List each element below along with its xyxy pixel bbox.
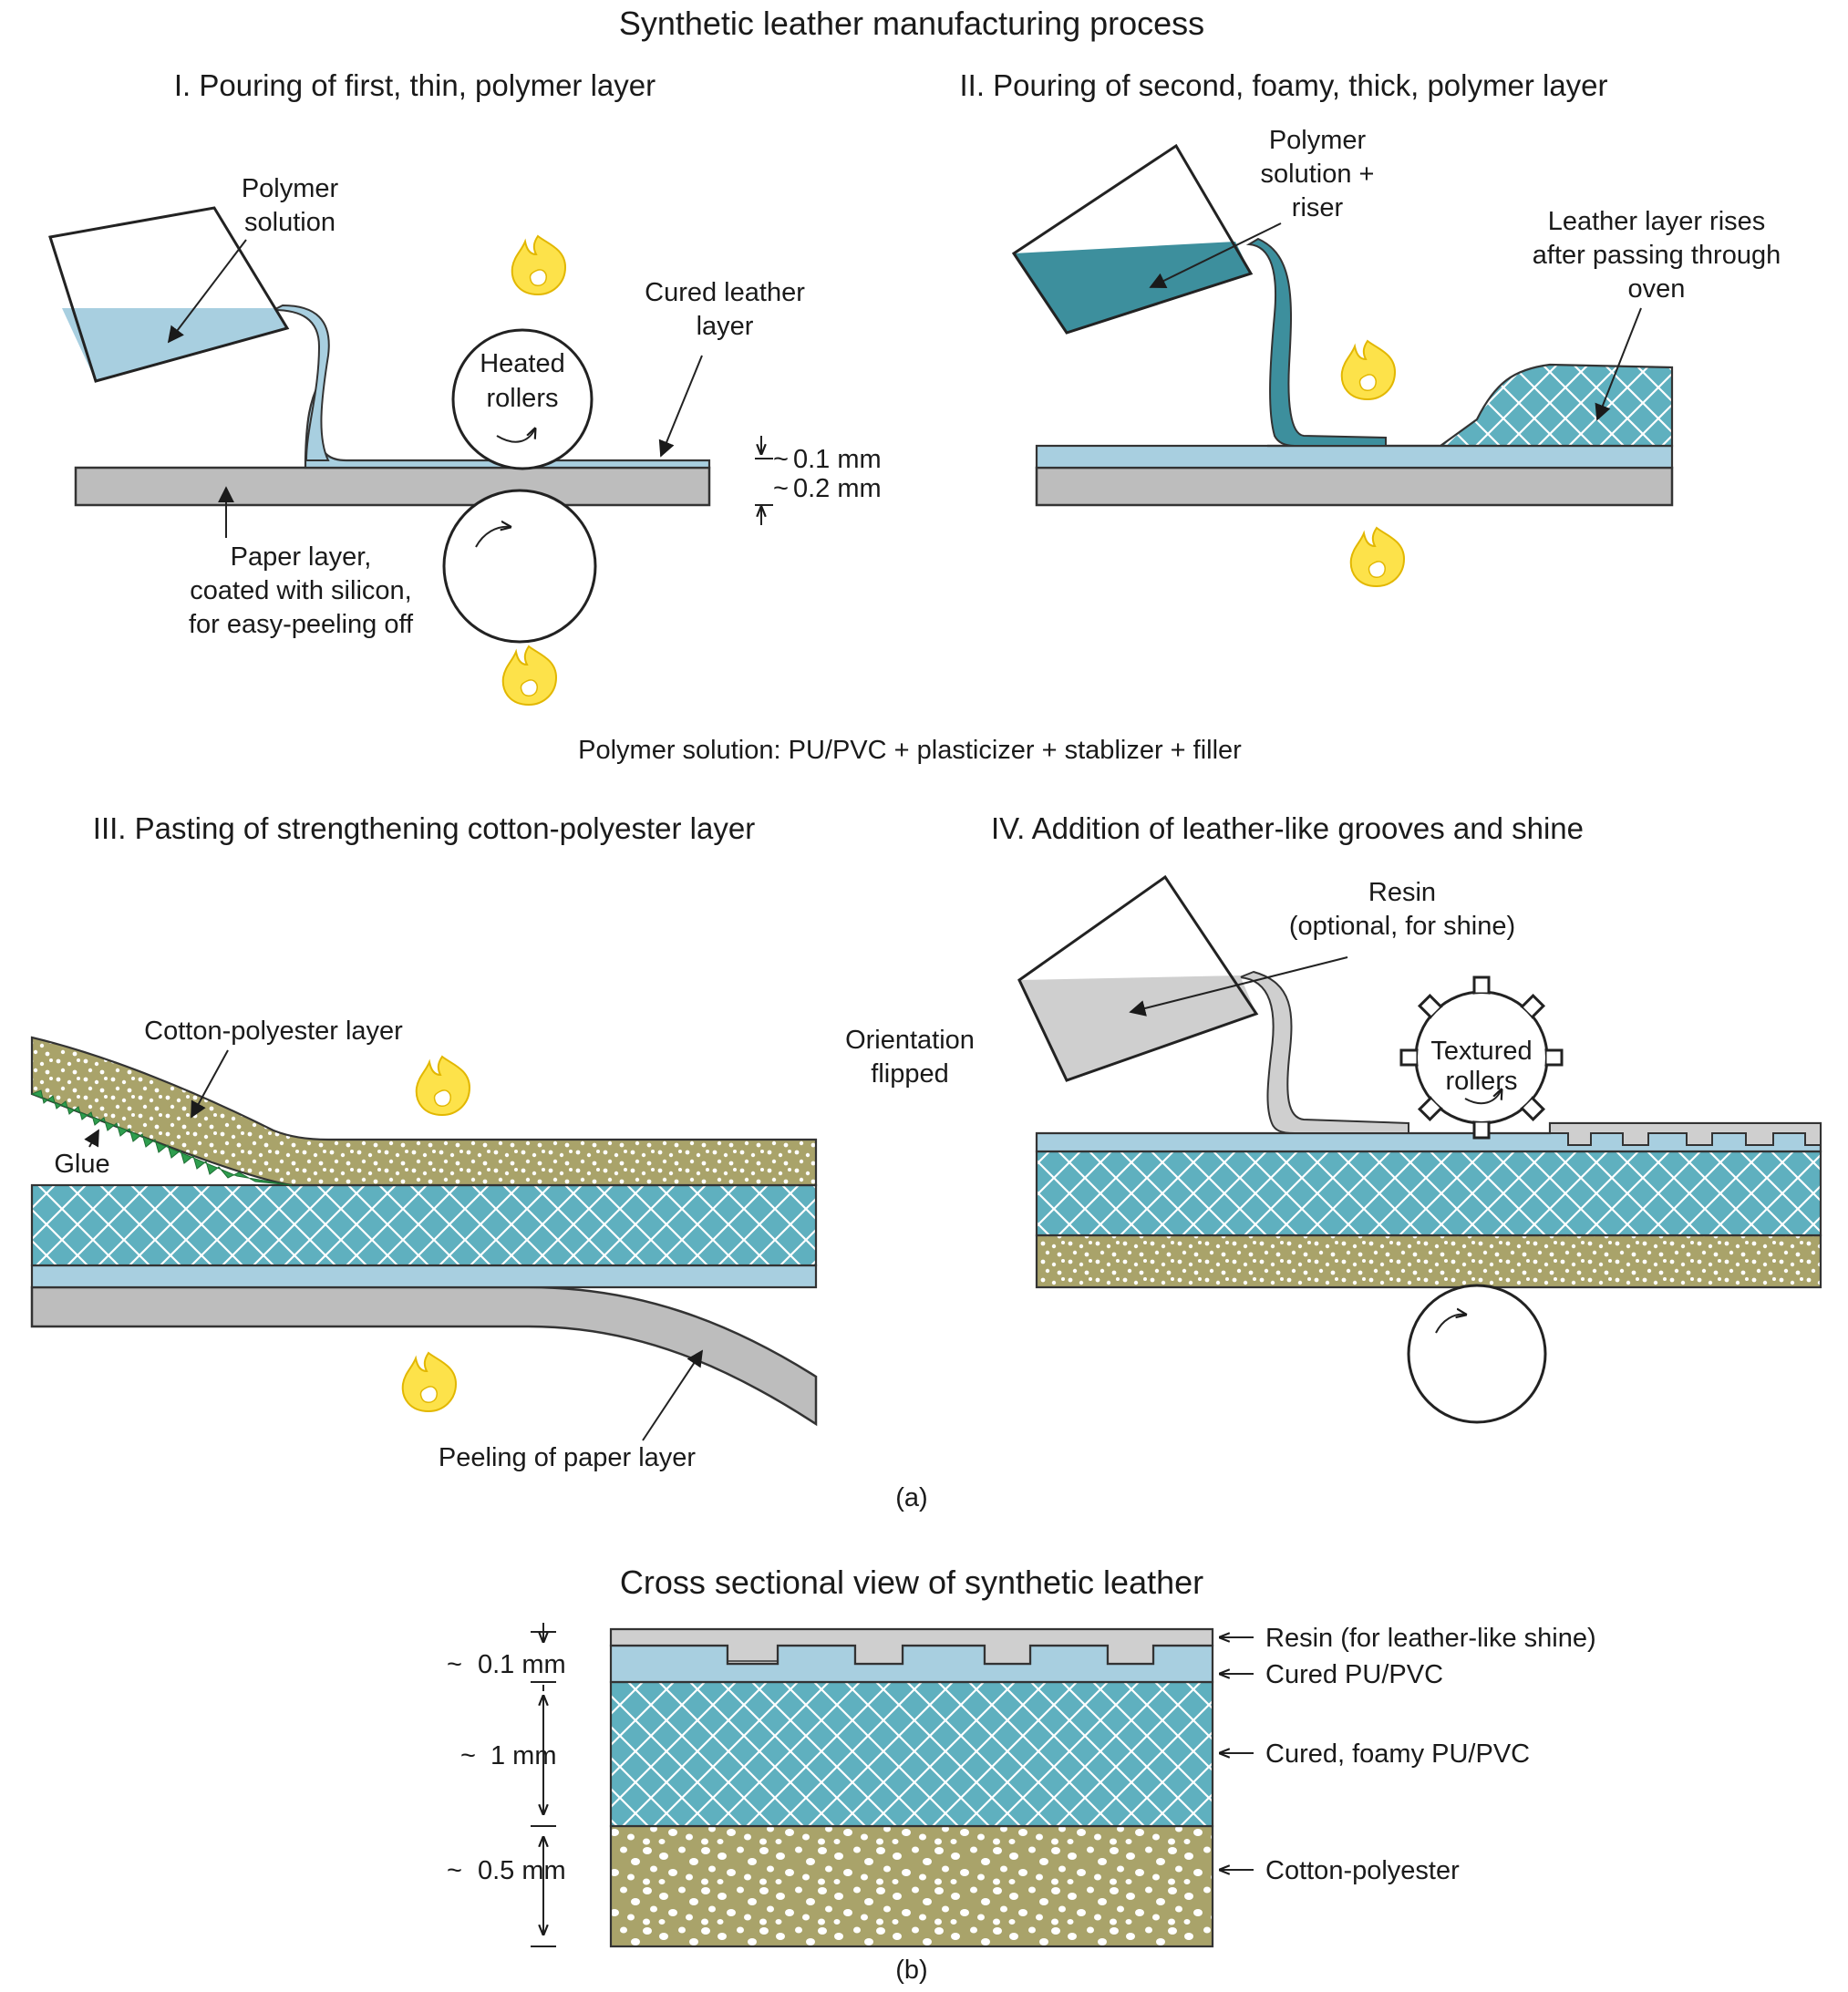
flame-icon bbox=[401, 1352, 457, 1412]
cotton-polyester-layer-4 bbox=[1035, 1233, 1822, 1289]
foamy-layer-rising bbox=[1267, 363, 1674, 448]
heated-roller-top bbox=[451, 328, 594, 470]
flame-icon bbox=[1349, 527, 1405, 587]
xs-dim-0-1-mm: 0.1 mm bbox=[478, 1650, 566, 1679]
panel-2: II. Pouring of second, foamy, thick, pol… bbox=[959, 68, 1781, 587]
svg-text:~: ~ bbox=[773, 474, 789, 503]
xs-label-cured-pu-pvc: Cured PU/PVC bbox=[1265, 1660, 1443, 1689]
roller-bottom bbox=[442, 489, 597, 644]
dim-0-1-mm: 0.1 mm bbox=[793, 445, 882, 474]
dimension-marks: ~ 0.1 mm ~ 0.2 mm bbox=[755, 436, 882, 525]
flame-icon bbox=[415, 1056, 470, 1116]
xs-label-cotton-polyester: Cotton-polyester bbox=[1265, 1856, 1460, 1885]
caption-b: (b) bbox=[895, 1956, 927, 1985]
paper-layer-2 bbox=[1035, 466, 1674, 507]
cross-section-title: Cross sectional view of synthetic leathe… bbox=[620, 1564, 1203, 1601]
pour-stream bbox=[273, 304, 330, 461]
paper-layer-peeling bbox=[30, 1285, 818, 1427]
xs-label-foamy-pu-pvc: Cured, foamy PU/PVC bbox=[1265, 1739, 1530, 1769]
glue-layer bbox=[30, 1089, 293, 1186]
cured-polymer-layer-2 bbox=[1035, 444, 1674, 470]
paper-layer bbox=[74, 466, 711, 507]
panel-4-heading: IV. Addition of leather-like grooves and… bbox=[991, 811, 1584, 845]
flame-icon bbox=[1340, 340, 1396, 400]
polymer-note: Polymer solution: PU/PVC + plasticizer +… bbox=[578, 736, 1242, 765]
panel-1: I. Pouring of first, thin, polymer layer… bbox=[48, 68, 882, 706]
panel-3-heading: III. Pasting of strengthening cotton-pol… bbox=[93, 811, 755, 845]
pour-stream-2 bbox=[1245, 237, 1387, 447]
panel-2-heading: II. Pouring of second, foamy, thick, pol… bbox=[959, 68, 1607, 102]
cross-section: Cross sectional view of synthetic leathe… bbox=[447, 1564, 1596, 1948]
roller-bottom-4 bbox=[1407, 1284, 1547, 1424]
svg-text:~: ~ bbox=[460, 1741, 476, 1770]
label-peeling-paper: Peeling of paper layer bbox=[439, 1443, 696, 1472]
svg-text:~: ~ bbox=[447, 1650, 462, 1679]
resin-stream bbox=[1239, 970, 1409, 1134]
xs-dim-0-5-mm: 0.5 mm bbox=[478, 1856, 566, 1885]
caption-a: (a) bbox=[895, 1483, 927, 1512]
flame-icon bbox=[511, 235, 566, 295]
textured-roller-icon bbox=[1399, 975, 1564, 1140]
foamy-layer-4 bbox=[1035, 1150, 1822, 1237]
flame-icon bbox=[501, 645, 557, 706]
xs-dimensions: ~ 0.1 mm ~ 1 mm ~ 0.5 mm bbox=[447, 1623, 566, 1947]
dim-0-2-mm: 0.2 mm bbox=[793, 474, 882, 503]
label-glue: Glue bbox=[54, 1150, 109, 1179]
main-title: Synthetic leather manufacturing process bbox=[619, 5, 1204, 42]
label-cotton-polyester-layer: Cotton-polyester layer bbox=[144, 1017, 403, 1046]
resin-grooved bbox=[1549, 1122, 1822, 1146]
cured-polymer-layer-3 bbox=[30, 1264, 818, 1289]
beaker-icon bbox=[1011, 143, 1254, 335]
xs-foamy-pu-pvc bbox=[609, 1680, 1214, 1828]
svg-text:~: ~ bbox=[447, 1856, 462, 1885]
panel-1-heading: I. Pouring of first, thin, polymer layer bbox=[174, 68, 656, 102]
panel-3: III. Pasting of strengthening cotton-pol… bbox=[30, 811, 818, 1472]
xs-resin bbox=[609, 1627, 1214, 1666]
xs-cotton-polyester bbox=[609, 1824, 1214, 1948]
label-paper-layer: Paper layer,coated with silicon,for easy… bbox=[189, 542, 414, 639]
xs-dim-1-mm: 1 mm bbox=[490, 1741, 557, 1770]
label-resin: Resin(optional, for shine) bbox=[1289, 878, 1515, 941]
svg-text:~: ~ bbox=[773, 445, 789, 474]
beaker-icon bbox=[48, 206, 290, 383]
panel-4: IV. Addition of leather-like grooves and… bbox=[845, 811, 1822, 1424]
xs-label-resin: Resin (for leather-like shine) bbox=[1265, 1624, 1596, 1653]
cotton-polyester-layer bbox=[30, 1036, 818, 1187]
beaker-icon bbox=[1017, 874, 1259, 1082]
foamy-layer-3 bbox=[30, 1183, 818, 1267]
